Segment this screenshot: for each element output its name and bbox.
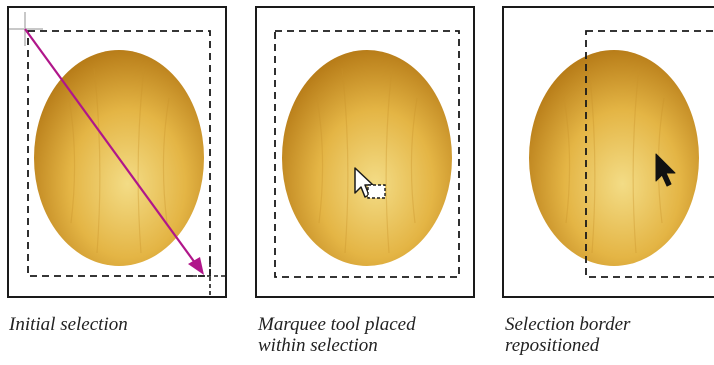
caption-line: Initial selection bbox=[9, 314, 249, 335]
caption-line: Marquee tool placed bbox=[258, 314, 498, 335]
panel-initial-selection bbox=[7, 6, 227, 298]
panel-marquee-tool-placed bbox=[255, 6, 475, 298]
melon-image bbox=[282, 50, 452, 266]
melon-image bbox=[529, 50, 699, 266]
panel-3-canvas bbox=[504, 8, 714, 296]
panel-2-canvas bbox=[257, 8, 473, 296]
caption-marquee-tool-placed: Marquee tool placed within selection bbox=[258, 314, 498, 356]
caption-line: repositioned bbox=[505, 335, 714, 356]
panel-selection-repositioned bbox=[502, 6, 714, 298]
caption-line: Selection border bbox=[505, 314, 714, 335]
caption-initial-selection: Initial selection bbox=[9, 314, 249, 335]
panel-1-canvas bbox=[9, 8, 225, 296]
caption-line: within selection bbox=[258, 335, 498, 356]
caption-selection-repositioned: Selection border repositioned bbox=[505, 314, 714, 356]
